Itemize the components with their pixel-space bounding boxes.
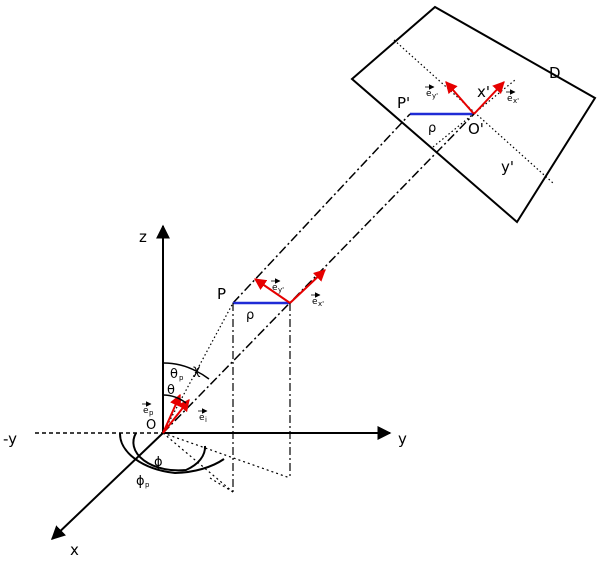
- e-y-prime-label-point: e y': [271, 278, 284, 294]
- phi-p-label: ϕ p: [136, 474, 150, 489]
- theta-arc: [162, 394, 187, 404]
- phi-label: ϕ: [154, 455, 163, 470]
- svg-text:e: e: [272, 283, 278, 293]
- svg-text:e: e: [143, 406, 149, 416]
- rho-label-detector: ρ: [428, 121, 436, 136]
- origin-label: O: [146, 418, 156, 433]
- theta-label: θ: [167, 383, 175, 398]
- svg-text:e: e: [507, 94, 513, 104]
- e-p-label: e p: [142, 401, 154, 417]
- svg-text:e: e: [199, 413, 205, 423]
- e-p-vector: [162, 393, 182, 434]
- svg-text:p: p: [145, 481, 150, 489]
- e-i-label: e i: [198, 408, 208, 424]
- point-p-label: P: [217, 285, 226, 303]
- e-i-vector: [162, 399, 190, 434]
- svg-text:x': x': [318, 300, 324, 308]
- y-axis-label: y: [398, 430, 407, 448]
- e-x-prime-vector-point: [289, 269, 326, 304]
- svg-text:y': y': [432, 92, 438, 100]
- phi-arc: [132, 432, 207, 472]
- svg-text:p: p: [179, 374, 184, 382]
- beam-line-to-o-prime: [162, 113, 475, 434]
- e-x-prime-label-point: e x': [311, 292, 324, 308]
- svg-text:e: e: [426, 89, 432, 99]
- p-prime-label: P': [397, 94, 410, 112]
- detector-label: D: [549, 64, 561, 82]
- o-prime-label: O': [468, 120, 484, 138]
- svg-text:x': x': [513, 97, 519, 105]
- z-axis-label: z: [139, 228, 147, 246]
- chi-arc: [195, 370, 210, 380]
- svg-text:y': y': [278, 286, 284, 294]
- svg-text:i: i: [205, 416, 207, 424]
- y-prime-label: y': [501, 158, 514, 176]
- chi-label: χ: [193, 363, 201, 378]
- e-y-prime-label-detector: e y': [425, 84, 438, 100]
- svg-text:e: e: [312, 297, 318, 307]
- x-axis: [50, 432, 164, 540]
- svg-text:p: p: [149, 409, 154, 417]
- detector-plane: [350, 5, 597, 224]
- e-x-prime-vector-detector: [473, 81, 505, 115]
- e-y-prime-vector-point: [254, 278, 291, 304]
- e-x-prime-label-detector: e x': [506, 89, 519, 105]
- rho-label-point: ρ: [246, 308, 254, 323]
- x-prime-label: x': [477, 83, 490, 101]
- svg-text:ϕ: ϕ: [136, 474, 145, 489]
- svg-text:θ: θ: [170, 367, 178, 382]
- e-y-prime-vector-detector: [445, 81, 475, 115]
- phi-p-arc: [118, 432, 225, 475]
- dotted-line-origin-to-p: [162, 302, 234, 434]
- x-axis-label: x: [70, 541, 79, 557]
- ground-edge-lower: [209, 477, 234, 493]
- theta-p-label: θ p: [170, 367, 184, 382]
- neg-y-axis-label: -y: [3, 430, 17, 448]
- theta-p-arc: [162, 362, 197, 372]
